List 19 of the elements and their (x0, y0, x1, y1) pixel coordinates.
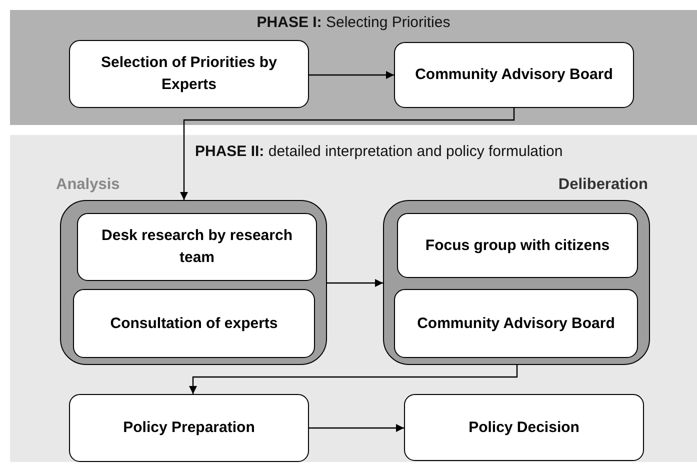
process-box: Focus group with citizens (397, 213, 638, 278)
phase-title: PHASE I: Selecting Priorities (256, 14, 452, 31)
process-box: Policy Decision (404, 394, 644, 461)
arrow (327, 279, 383, 287)
phase-title: PHASE II: detailed interpretation and policy formulation (195, 143, 563, 160)
process-box: Selection of Priorities by Experts (69, 40, 309, 108)
arrow (309, 71, 394, 79)
arrow (309, 424, 404, 432)
process-box: Community Advisory Board (394, 42, 634, 108)
arrow (189, 365, 518, 394)
process-box: Consultation of experts (73, 289, 315, 358)
group-heading: Analysis (56, 176, 120, 194)
phase-band (10, 135, 697, 462)
process-box: Desk research by research team (77, 213, 317, 281)
arrow (180, 108, 515, 200)
group-heading: Deliberation (558, 176, 648, 194)
phase-band (10, 10, 697, 125)
process-box: Policy Preparation (69, 394, 309, 462)
process-box: Community Advisory Board (394, 289, 638, 358)
